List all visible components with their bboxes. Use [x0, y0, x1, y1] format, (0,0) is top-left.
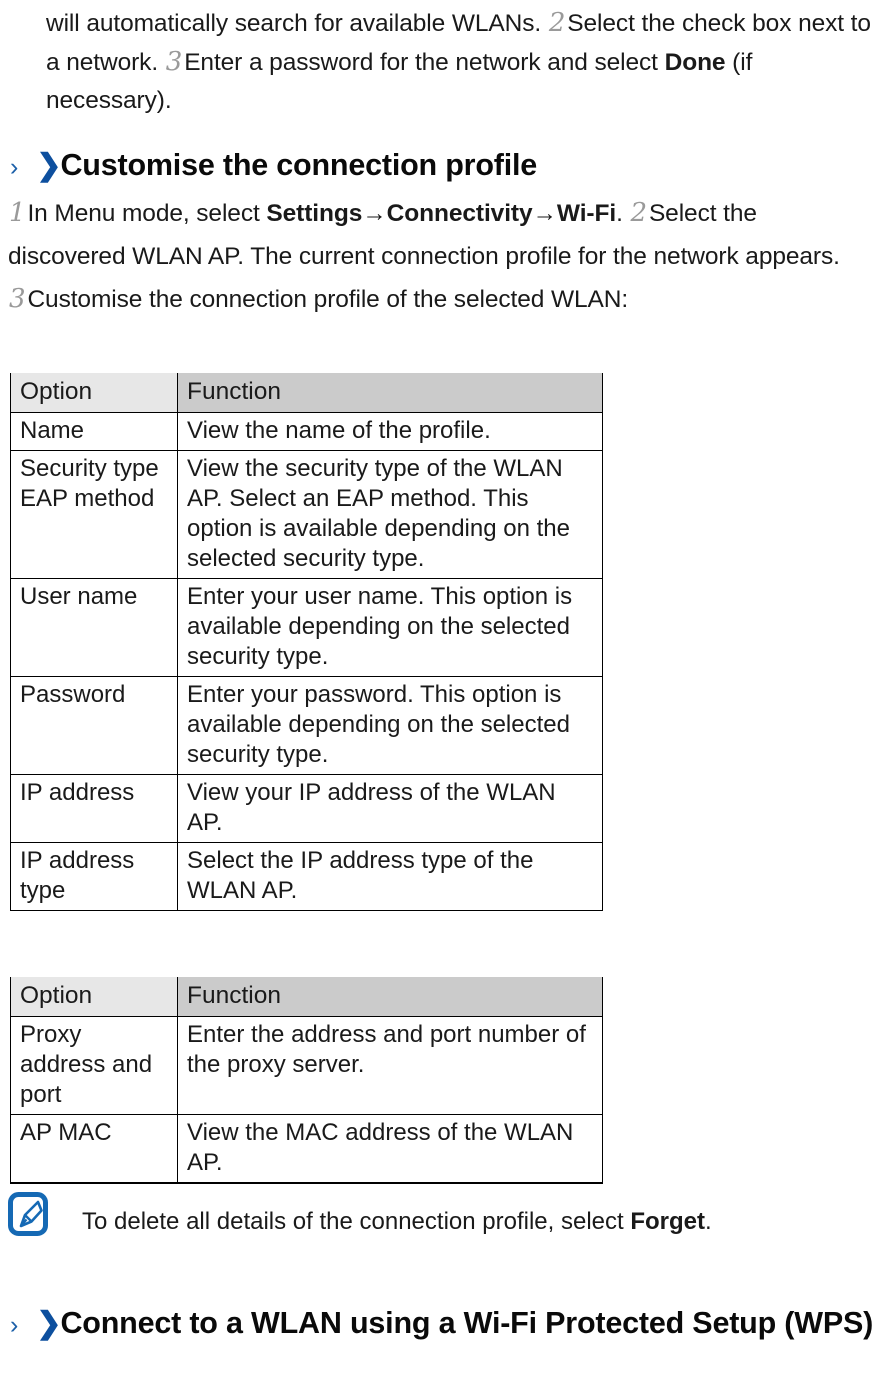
- bold-term-done: Done: [664, 49, 726, 76]
- column-header-option: Option: [10, 977, 178, 1017]
- section-heading-customise-profile: › ❯ Customise the connection profile: [10, 146, 870, 184]
- table-row: IP address View your IP address of the W…: [10, 774, 603, 843]
- cell-function: View the name of the profile.: [177, 412, 603, 451]
- section-heading-connect-wps: › ❯ Connect to a WLAN using a Wi-Fi Prot…: [10, 1304, 880, 1342]
- note-text-segment-2: .: [705, 1208, 712, 1235]
- intro-text-segment-4: (if necessary).: [46, 49, 753, 114]
- step-number-2: 2: [630, 198, 647, 228]
- cell-function: View the security type of the WLAN AP. S…: [177, 450, 603, 579]
- table-header-row: Option Function: [10, 373, 603, 413]
- table-row: AP MAC View the MAC address of the WLAN …: [10, 1114, 603, 1184]
- chevron-right-bold-icon: ❯: [36, 149, 61, 182]
- cell-option: Security type EAP method: [10, 450, 178, 579]
- cell-function: Select the IP address type of the WLAN A…: [177, 842, 603, 911]
- cell-function: View your IP address of the WLAN AP.: [177, 774, 603, 843]
- cell-option: Name: [10, 412, 178, 451]
- table-row: Security type EAP method View the securi…: [10, 450, 603, 579]
- intro-paragraph: will automatically search for available …: [46, 4, 884, 120]
- step-number-2: 2: [548, 8, 566, 38]
- column-header-function: Function: [177, 373, 603, 413]
- table-header-row: Option Function: [10, 977, 603, 1017]
- note-text: To delete all details of the connection …: [82, 1206, 712, 1238]
- column-header-option: Option: [10, 373, 178, 413]
- section-heading-text: Connect to a WLAN using a Wi-Fi Protecte…: [60, 1306, 874, 1340]
- intro-text-segment-3: Enter a password for the network and sel…: [184, 49, 665, 76]
- chevron-right-thin-icon: ›: [10, 153, 19, 181]
- cell-option: IP address: [10, 774, 178, 843]
- intro-text-segment-1: will automatically search for available …: [46, 10, 548, 37]
- table-row: Password Enter your password. This optio…: [10, 676, 603, 775]
- arrow-right-icon-2: →: [532, 200, 558, 227]
- bold-term-settings: Settings: [266, 200, 363, 227]
- cell-option: IP address type: [10, 842, 178, 911]
- procedure-paragraph-text: 1In Menu mode, select Settings→Connectiv…: [8, 192, 868, 321]
- bold-term-connectivity: Connectivity: [386, 200, 533, 227]
- procedure-text-segment-1: In Menu mode, select: [27, 200, 267, 227]
- cell-function: Enter the address and port number of the…: [177, 1016, 603, 1115]
- cell-function: View the MAC address of the WLAN AP.: [177, 1114, 603, 1184]
- arrow-right-icon-1: →: [362, 200, 387, 227]
- cell-option: Proxy address and port: [10, 1016, 178, 1115]
- intro-paragraph-text: will automatically search for available …: [46, 4, 884, 120]
- cell-function: Enter your user name. This option is ava…: [177, 578, 603, 677]
- table-row: Proxy address and port Enter the address…: [10, 1016, 603, 1115]
- note-text-segment-1: To delete all details of the connection …: [82, 1208, 631, 1235]
- intro-text-segment-2: Select the check box next to a network.: [46, 10, 871, 76]
- proxy-options-table: Option Function Proxy address and port E…: [10, 977, 603, 1184]
- step-number-3: 3: [165, 47, 183, 77]
- procedure-text-segment-3: Select the discovered WLAN AP. The curre…: [8, 200, 840, 270]
- note-block: To delete all details of the connection …: [8, 1190, 858, 1238]
- procedure-text-segment-2: .: [616, 200, 630, 227]
- table-row: Name View the name of the profile.: [10, 412, 603, 451]
- cell-function: Enter your password. This option is avai…: [177, 676, 603, 775]
- connection-profile-options-table: Option Function Name View the name of th…: [10, 373, 603, 911]
- table-row: IP address type Select the IP address ty…: [10, 842, 603, 911]
- procedure-paragraph: 1In Menu mode, select Settings→Connectiv…: [8, 192, 868, 321]
- column-header-function: Function: [177, 977, 603, 1017]
- section-heading-text: Customise the connection profile: [60, 148, 538, 182]
- table-row: User name Enter your user name. This opt…: [10, 578, 603, 677]
- note-pen-icon: [8, 1192, 48, 1236]
- cell-option: Password: [10, 676, 178, 775]
- bold-term-wifi: Wi-Fi: [556, 200, 617, 227]
- procedure-text-segment-4: Customise the connection profile of the …: [27, 286, 629, 313]
- cell-option: User name: [10, 578, 178, 677]
- chevron-right-thin-icon: ›: [10, 1311, 19, 1339]
- step-number-3: 3: [9, 284, 26, 314]
- bold-term-forget: Forget: [630, 1208, 706, 1235]
- step-number-1: 1: [9, 198, 26, 228]
- cell-option: AP MAC: [10, 1114, 178, 1184]
- chevron-right-bold-icon: ❯: [36, 1307, 61, 1340]
